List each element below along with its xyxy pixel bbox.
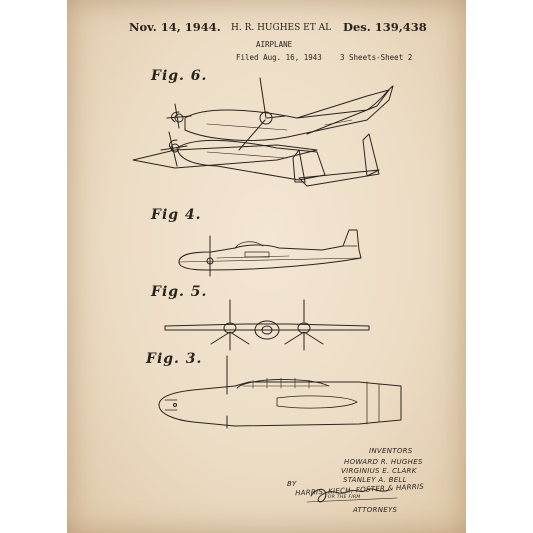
law-firm-sub: FOR THE FIRM xyxy=(325,495,361,500)
fig-6-label: Fig. 6. xyxy=(151,68,208,84)
fig-4-label: Fig 4. xyxy=(151,207,202,223)
patent-sheet: Nov. 14, 1944. H. R. HUGHES ET AL Des. 1… xyxy=(67,0,466,533)
fig-5-airplane-front xyxy=(164,299,370,351)
inventor-name-2: VIRGINIUS E. CLARK xyxy=(341,467,417,475)
inventor-name-1: HOWARD R. HUGHES xyxy=(344,458,423,466)
fig-4-airplane-side xyxy=(178,229,362,277)
patent-title: AIRPLANE xyxy=(256,40,293,49)
inventors-heading: INVENTORS xyxy=(369,447,413,455)
fig-3-label: Fig. 3. xyxy=(146,351,203,367)
fig-3-fuselage-view xyxy=(158,355,402,429)
attorneys-label: ATTORNEYS xyxy=(353,506,398,514)
attorney-signature xyxy=(306,488,398,503)
by-label: BY xyxy=(287,480,297,488)
filed-date: Filed Aug. 16, 1943 xyxy=(236,53,322,62)
fig-6-airplane-perspective xyxy=(132,77,394,187)
sheet-count: 3 Sheets-Sheet 2 xyxy=(340,53,413,62)
patent-date: Nov. 14, 1944. xyxy=(129,20,221,34)
inventor-name-3: STANLEY A. BELL xyxy=(343,476,407,484)
patent-inventors: H. R. HUGHES ET AL xyxy=(231,23,332,33)
design-number: Des. 139,438 xyxy=(343,20,427,34)
fig-5-label: Fig. 5. xyxy=(151,284,208,300)
patent-drawings xyxy=(132,77,402,503)
